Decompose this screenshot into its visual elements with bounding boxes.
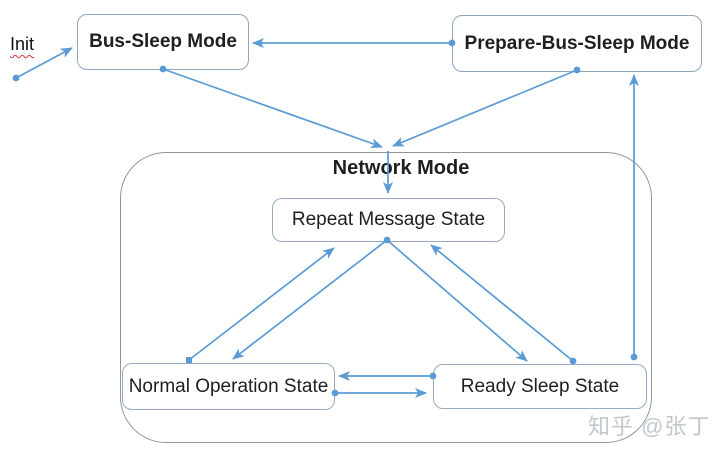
node-normal-operation-state-label: Normal Operation State xyxy=(128,375,329,397)
edge-bus-sleep-to-network xyxy=(159,65,383,149)
edge-prepare-to-network xyxy=(392,66,581,147)
node-prepare-bus-sleep-mode-label: Prepare-Bus-Sleep Mode xyxy=(464,32,690,54)
node-normal-operation-state: Normal Operation State xyxy=(122,363,335,410)
init-label: Init xyxy=(10,34,35,54)
node-ready-sleep-state: Ready Sleep State xyxy=(433,364,647,409)
network-mode-container: Network Mode xyxy=(120,152,652,443)
node-repeat-message-state-label: Repeat Message State xyxy=(291,209,486,230)
node-repeat-message-state: Repeat Message State xyxy=(272,198,505,242)
edge-prepare-to-bus-sleep xyxy=(252,38,456,48)
node-bus-sleep-mode-label: Bus-Sleep Mode xyxy=(89,31,237,52)
node-ready-sleep-state-label: Ready Sleep State xyxy=(460,375,620,397)
watermark: 知乎 @张丁 xyxy=(588,414,711,439)
node-prepare-bus-sleep-mode: Prepare-Bus-Sleep Mode xyxy=(452,15,702,72)
node-bus-sleep-mode: Bus-Sleep Mode xyxy=(77,14,249,70)
network-mode-label: Network Mode xyxy=(332,157,470,179)
